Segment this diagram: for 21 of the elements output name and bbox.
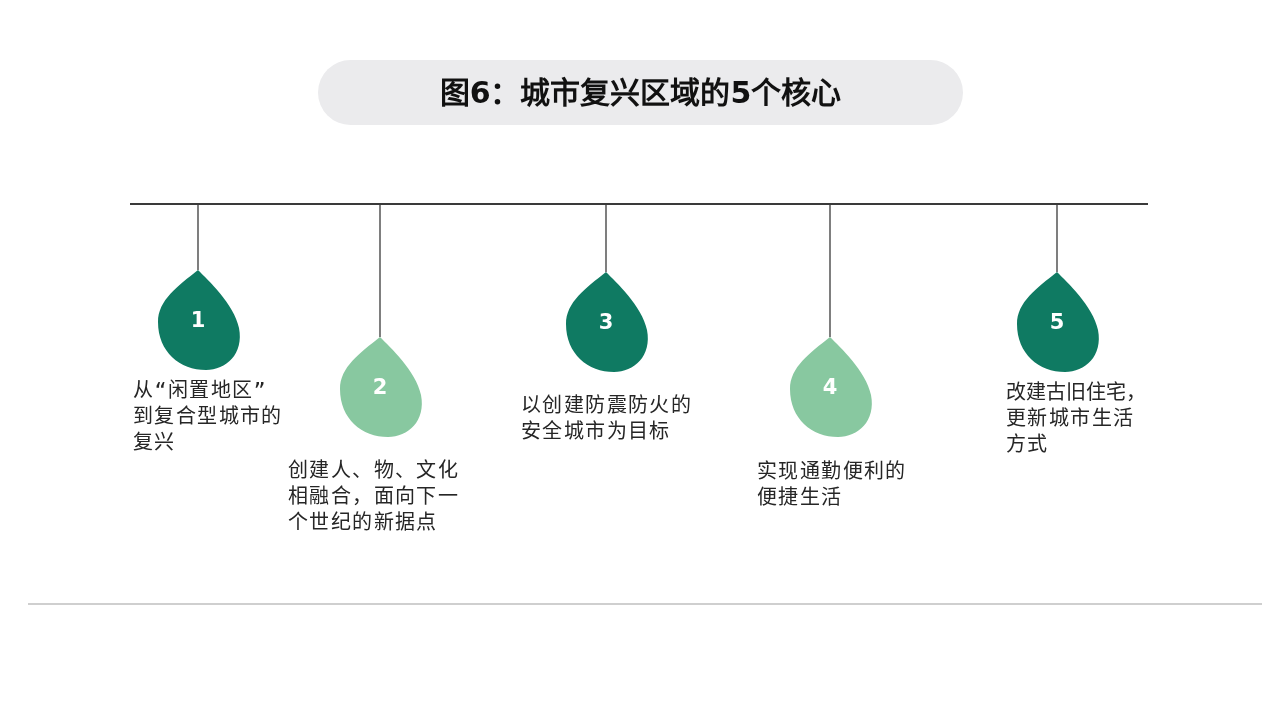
hanging-string [605,204,607,273]
hanging-string [197,204,199,271]
description-text: 改建古旧住宅，更新城市生活方式 [1006,380,1147,457]
step-number: 3 [598,311,614,333]
teardrop-marker [790,337,872,437]
description-text: 实现通勤便利的便捷生活 [757,459,908,510]
step-number: 5 [1049,311,1065,333]
teardrop-marker [566,272,648,372]
step-number: 2 [372,376,388,398]
teardrop-marker [340,337,422,437]
description-text: 从“闲置地区”到复合型城市的复兴 [133,377,284,455]
teardrop-marker [158,270,240,370]
hanging-string [829,204,831,338]
step-number: 4 [822,376,838,398]
teardrop-marker [1017,272,1099,372]
description-text: 以创建防震防火的安全城市为目标 [521,393,694,444]
description-text: 创建人、物、文化相融合，面向下一个世纪的新据点 [288,458,461,535]
hanging-string [379,204,381,338]
title: 图6：城市复兴区域的5个核心 [318,60,963,125]
step-number: 1 [190,309,206,331]
hanging-string [1056,204,1058,273]
